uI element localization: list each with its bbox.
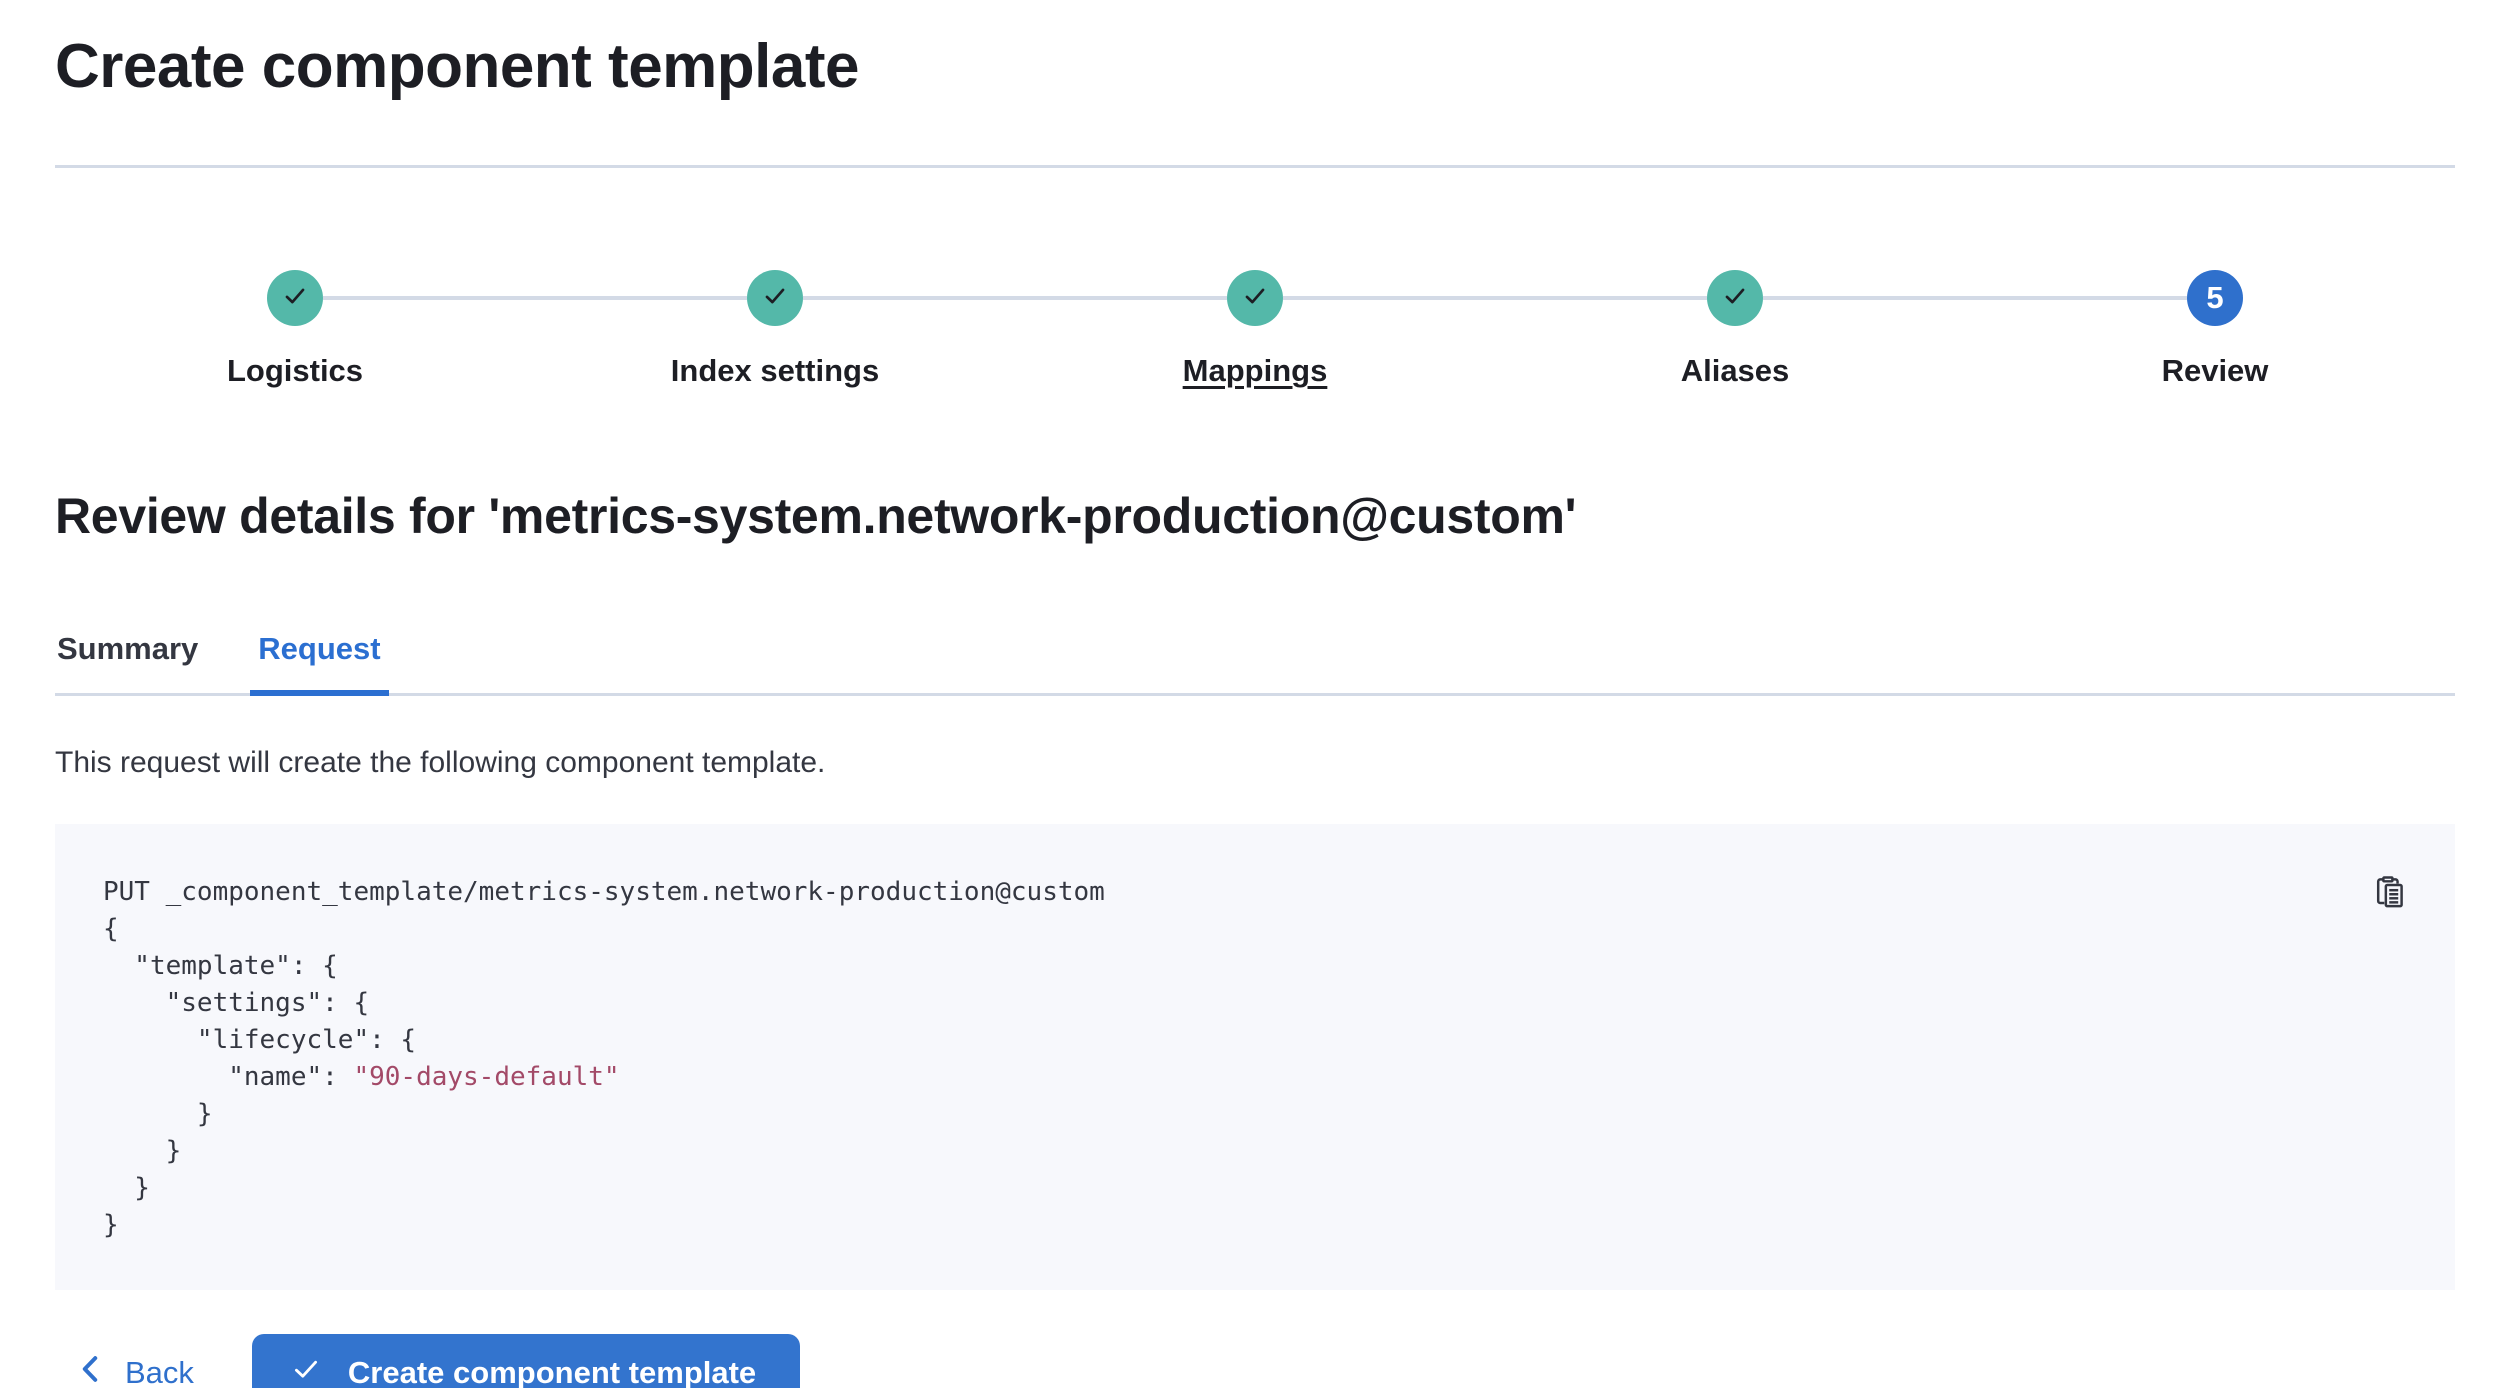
review-heading: Review details for 'metrics-system.netwo… [55,487,1577,544]
back-button-label: Back [125,1354,194,1388]
step-connector-line [2243,296,2455,300]
check-icon [1721,282,1749,315]
tab-bar: Summary Request [55,625,2455,696]
step-label: Index settings [670,353,880,389]
step-connector-line [1283,296,1495,301]
footer-actions: Back Create component template [55,1333,2455,1388]
code-line: "template": { [103,950,338,981]
step-indicator-row [535,270,1015,327]
tab-summary[interactable]: Summary [55,625,200,693]
step-complete-circle [267,270,323,327]
code-line: "name": "90-days-default" [103,1061,620,1092]
code-line: "settings": { [103,987,370,1018]
tab-request[interactable]: Request [250,625,389,696]
step-label: Logistics [226,353,364,389]
step-indicator-row [1015,270,1495,327]
create-component-template-button[interactable]: Create component template [251,1333,801,1388]
step-label: Mappings [1182,353,1328,389]
check-icon [761,282,789,315]
step-complete-circle [747,270,803,327]
code-line: } [103,1135,182,1166]
code-line: } [103,1172,150,1203]
step-connector-line [55,296,267,300]
step-connector-line [803,296,1015,301]
step-connector-line [1975,296,2187,301]
page-title: Create component template [55,32,860,101]
step-connector-line [1015,296,1227,301]
step-connector-line [535,296,747,301]
copy-to-clipboard-button[interactable] [2367,870,2411,914]
check-icon [290,1353,322,1388]
chevron-left-icon [77,1354,103,1388]
back-button[interactable]: Back [77,1354,194,1388]
request-code: PUT _component_template/metrics-system.n… [103,874,2407,1244]
code-block: PUT _component_template/metrics-system.n… [55,823,2455,1290]
create-button-label: Create component template [347,1354,757,1388]
step-indicator-row [55,270,535,327]
step-aliases[interactable]: Aliases [1495,270,1975,389]
step-connector-line [1763,296,1975,301]
check-icon [281,282,309,315]
step-label: Review [2161,353,2269,389]
step-complete-circle [1707,270,1763,327]
copy-clipboard-icon [2371,876,2407,913]
step-logistics[interactable]: Logistics [55,270,535,389]
code-line: "lifecycle": { [103,1024,417,1055]
code-line: { [103,913,119,944]
step-mappings[interactable]: Mappings [1015,270,1495,389]
step-label: Aliases [1680,353,1790,389]
request-description: This request will create the following c… [55,745,826,779]
code-line: PUT _component_template/metrics-system.n… [103,876,1105,907]
step-indicator-row: 5 [1975,270,2455,327]
step-connector-line [1495,296,1707,301]
step-index-settings[interactable]: Index settings [535,270,1015,389]
check-icon [1241,282,1269,315]
code-line: } [103,1098,213,1129]
code-line: } [103,1209,119,1240]
step-complete-circle [1227,270,1283,327]
step-indicator-row [1495,270,1975,327]
step-number-circle: 5 [2187,270,2243,327]
title-divider [55,165,2455,169]
step-connector-line [323,296,535,301]
